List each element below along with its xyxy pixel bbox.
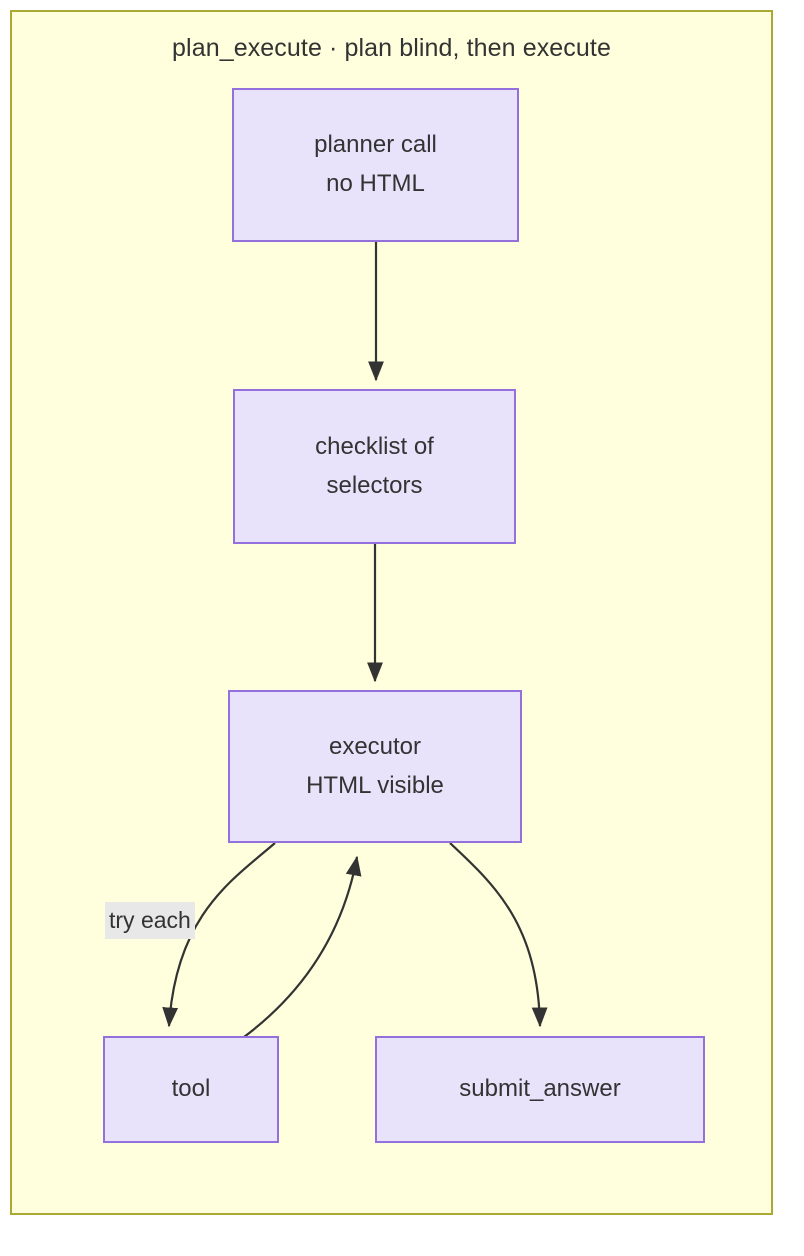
node-executor-line-1: executor xyxy=(328,732,422,760)
node-planner-call[interactable]: planner call no HTML xyxy=(232,88,519,242)
node-checklist-line-1: checklist of xyxy=(315,432,434,460)
node-tool[interactable]: tool xyxy=(103,1036,279,1143)
node-checklist-line-2: selectors xyxy=(326,471,423,499)
node-planner-call-line-1: planner call xyxy=(314,131,437,159)
node-planner-call-line-2: no HTML xyxy=(326,170,425,197)
node-checklist-of-selectors[interactable]: checklist of selectors xyxy=(233,389,516,544)
node-executor[interactable]: executor HTML visible xyxy=(228,690,522,843)
node-submit-answer[interactable]: submit_answer xyxy=(375,1036,705,1143)
edge-label-try-each: try each xyxy=(105,902,195,940)
node-tool-label: tool xyxy=(171,1075,211,1103)
node-executor-line-2: HTML visible xyxy=(306,771,444,799)
diagram-title: plan_execute · plan blind, then execute xyxy=(172,34,611,62)
node-submit-answer-label: submit_answer xyxy=(459,1075,621,1103)
